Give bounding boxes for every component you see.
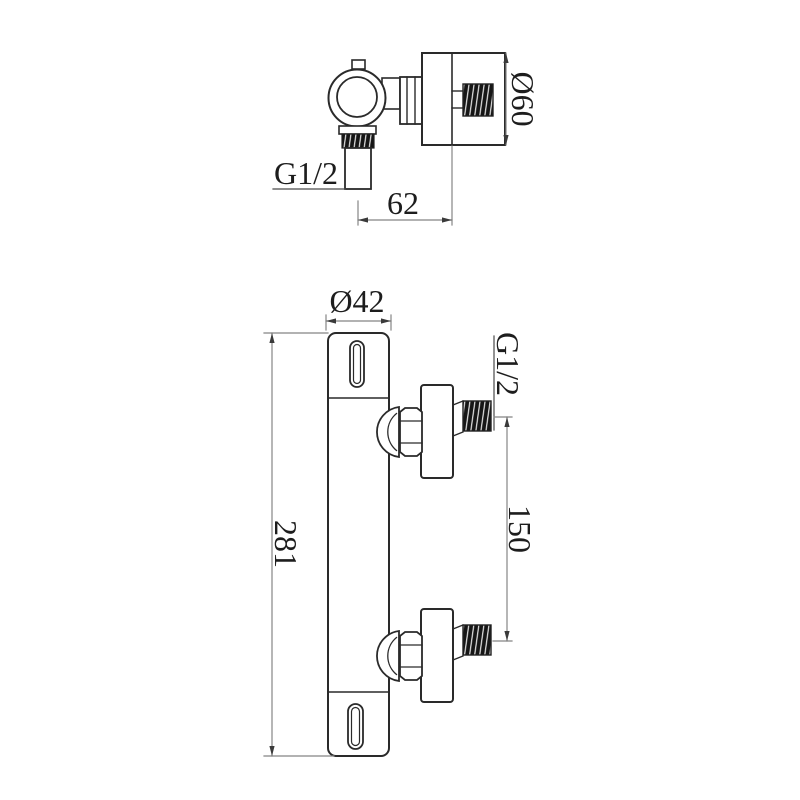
upper-dome-inner-arc <box>387 412 398 452</box>
upper-union-nut <box>399 407 423 457</box>
top-slot-outer <box>349 340 365 388</box>
front-view: Ø42 281 G1/2 150 <box>263 283 538 757</box>
body-diameter-label: Ø42 <box>329 283 384 319</box>
arrow-up <box>269 333 275 343</box>
shower-outlet <box>338 125 377 190</box>
knob-top-tab <box>351 59 366 70</box>
valve-body-bar <box>327 332 390 757</box>
top-slot-inner <box>352 343 362 385</box>
dim-body-length: 281 <box>263 332 335 757</box>
taper-line <box>452 400 464 406</box>
outlet-thread-band <box>341 133 375 149</box>
valve-top-knob <box>327 59 401 128</box>
arrow-right <box>381 318 391 324</box>
inlet-thread-label: G1/2 <box>490 332 526 396</box>
arrow-left <box>326 318 336 324</box>
arrow-up <box>503 53 509 63</box>
dim-wall-distance: 62 <box>357 145 453 226</box>
wall-distance-label: 62 <box>387 185 419 221</box>
upper-wall-plate <box>420 384 454 479</box>
arrow-down <box>269 746 275 756</box>
arrow-up <box>504 417 510 427</box>
bar-outline <box>327 332 390 757</box>
inlet-spacing-label: 150 <box>502 505 538 553</box>
lower-dome-inner-arc <box>387 636 398 676</box>
arrow-down <box>503 135 509 145</box>
outlet-collar <box>338 125 377 135</box>
taper-line <box>452 655 464 661</box>
union-ring-section <box>399 76 423 125</box>
arrow-left <box>358 217 368 223</box>
bottom-slot-outer <box>347 703 364 750</box>
body-length-label: 281 <box>268 520 304 568</box>
upper-wall-union <box>376 384 492 479</box>
lower-threaded-nipple <box>462 624 492 656</box>
label-outlet-thread: G1/2 <box>272 155 346 191</box>
arrow-down <box>504 631 510 641</box>
dim-inlet-spacing: 150 <box>492 416 538 642</box>
outlet-thread-label: G1/2 <box>274 155 338 191</box>
taper-line <box>452 431 464 437</box>
lower-union-nut <box>399 631 423 681</box>
dim-body-diameter: Ø42 <box>325 283 392 331</box>
dim-flange-diameter: Ø60 <box>503 52 541 146</box>
bottom-slot-inner <box>350 706 361 747</box>
flange-diameter-label: Ø60 <box>505 71 541 126</box>
arrow-right <box>442 217 452 223</box>
threaded-nipple-top <box>462 83 494 117</box>
taper-line <box>452 624 464 630</box>
upper-threaded-nipple <box>462 400 492 432</box>
top-view: Ø60 G1/2 62 <box>272 52 541 226</box>
lower-wall-plate <box>420 608 454 703</box>
lower-wall-union <box>376 608 492 703</box>
label-inlet-thread: G1/2 <box>490 332 526 431</box>
outlet-pipe <box>344 147 372 190</box>
wall-union-top <box>399 52 506 146</box>
knob-inner-circle <box>336 76 378 118</box>
